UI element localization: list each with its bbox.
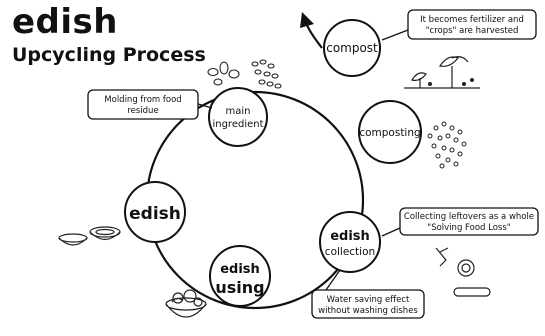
node-using-label: using xyxy=(215,278,264,297)
node-collection-brand: edish xyxy=(330,229,370,244)
callout-leftovers-line2: "Solving Food Loss" xyxy=(427,223,510,233)
callout-fertilizer-line2: "crops" are harvested xyxy=(426,26,519,36)
bowls-illustration xyxy=(58,226,121,246)
sprouts-illustration xyxy=(404,56,480,89)
node-composting: composting xyxy=(358,100,422,164)
callout-leftovers: Collecting leftovers as a whole "Solving… xyxy=(381,207,539,237)
callout-molding-line1: Molding from food xyxy=(104,95,181,105)
cycle-arrow-line xyxy=(304,21,323,49)
compost-granules-illustration xyxy=(427,121,467,169)
cycle-arrow-icon xyxy=(300,12,314,28)
node-main-ingredient: main ingredient xyxy=(208,87,268,147)
node-main-label: main xyxy=(226,106,251,117)
node-collection-label: collection xyxy=(325,246,375,258)
brand-logo: edish xyxy=(12,2,118,42)
callout-water-line2: without washing dishes xyxy=(318,306,418,316)
callout-water-saving: Water saving effect without washing dish… xyxy=(311,269,425,319)
callout-water-line1: Water saving effect xyxy=(327,295,410,305)
node-composting-label: composting xyxy=(359,127,420,139)
leftovers-illustration xyxy=(435,247,491,297)
node-compost-label: compost xyxy=(326,41,378,55)
food-bowl-illustration xyxy=(165,289,207,318)
grains-illustration xyxy=(207,59,282,89)
callout-fertilizer-line1: It becomes fertilizer and xyxy=(420,15,524,25)
node-ingredient-label: ingredient xyxy=(212,119,263,130)
node-compost: compost xyxy=(323,19,381,77)
node-edish-label: edish xyxy=(129,204,181,224)
node-edish: edish xyxy=(124,181,186,243)
callout-molding: Molding from food residue xyxy=(87,89,213,120)
callout-leftovers-line1: Collecting leftovers as a whole xyxy=(404,212,534,222)
callout-fertilizer: It becomes fertilizer and "crops" are ha… xyxy=(381,9,537,41)
node-edish-collection: edish collection xyxy=(319,211,381,273)
callout-molding-line2: residue xyxy=(127,106,158,116)
node-edish-using: edish using xyxy=(209,245,271,307)
page-title: Upcycling Process xyxy=(12,44,206,66)
node-using-brand: edish xyxy=(220,262,260,277)
